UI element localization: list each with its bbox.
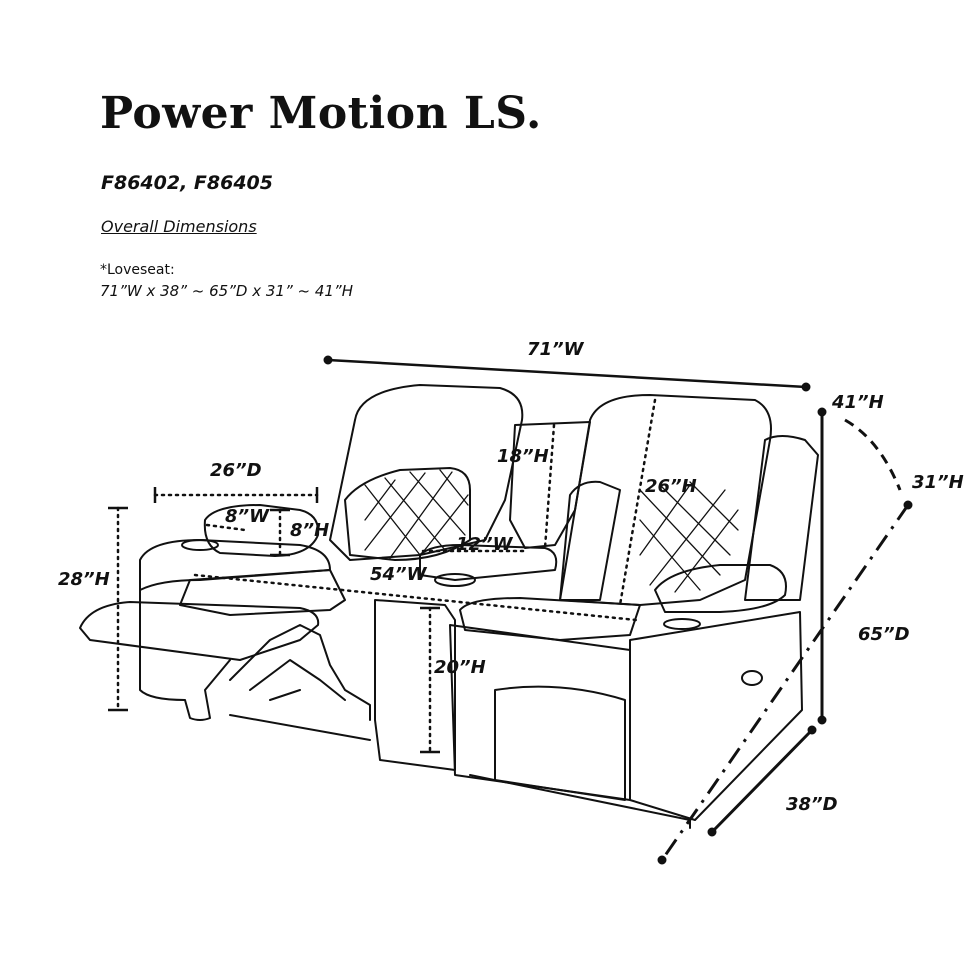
- label-depth-min: 38”D: [786, 794, 838, 815]
- label-seat-height: 20”H: [434, 657, 486, 678]
- left-seat: [179, 569, 346, 616]
- label-depth-max: 65”D: [858, 624, 910, 645]
- dim-line-back-height-console: [543, 423, 556, 550]
- dim-endpoint: [323, 355, 333, 365]
- right-arm-side: [629, 611, 803, 821]
- console-body: [374, 599, 456, 771]
- right-cup-holder: [663, 618, 701, 630]
- dim-line-depth-max: [660, 504, 910, 861]
- right-arm-pillow: [654, 564, 787, 613]
- dim-endpoint: [817, 715, 827, 725]
- dim-endpoint: [903, 500, 913, 510]
- dimension-spec: 71”W x 38” ~ 65”D x 31” ~ 41”H: [100, 282, 353, 300]
- left-back-cushion: [344, 467, 471, 561]
- item-label: *Loveseat:: [100, 262, 175, 278]
- right-diamond-stitching: [639, 481, 739, 593]
- dim-arc-recline: [844, 418, 902, 491]
- dim-endpoint: [817, 407, 827, 417]
- right-seat: [459, 597, 641, 641]
- console-top: [419, 544, 558, 581]
- right-back-side: [559, 480, 621, 601]
- page-title: Power Motion LS.: [100, 88, 542, 139]
- model-numbers: F86402, F86405: [101, 172, 273, 194]
- label-seat-width: 54”W: [370, 564, 428, 585]
- dim-endpoint: [807, 725, 817, 735]
- right-seat-front: [449, 624, 631, 801]
- right-arm-back: [744, 435, 819, 601]
- power-button-icon: [741, 670, 763, 686]
- right-footrest-panel: [494, 685, 626, 801]
- dim-line-back-height-seat: [618, 398, 657, 607]
- label-arm-depth: 26”D: [210, 460, 262, 481]
- left-diamond-stitching: [364, 469, 469, 559]
- label-height-max: 41”H: [831, 392, 884, 413]
- dim-endpoint: [707, 827, 717, 837]
- label-arm-height: 8”H: [290, 520, 329, 541]
- label-back-height-seat: 26”H: [645, 476, 697, 497]
- dim-line-overall-width: [327, 358, 807, 389]
- console-cup-holder: [434, 573, 476, 587]
- right-seat-back: [559, 394, 772, 606]
- left-footrest: [79, 601, 320, 661]
- dim-endpoint: [801, 382, 811, 392]
- dim-line-depth-min: [710, 728, 814, 834]
- label-arm-floor-height: 28”H: [58, 569, 110, 590]
- label-overall-width: 71”W: [527, 339, 585, 360]
- left-seat-back: [329, 384, 524, 561]
- label-height-min: 31”H: [912, 472, 964, 493]
- overall-dimensions-heading: Overall Dimensions: [101, 217, 257, 236]
- right-base: [469, 774, 691, 829]
- recliner-mechanism: [229, 624, 371, 741]
- console-back: [509, 421, 591, 549]
- dim-line-arm-width: [205, 523, 247, 532]
- label-arm-width: 8”W: [225, 506, 270, 527]
- label-back-height-console: 18”H: [497, 446, 549, 467]
- left-cup-holder: [181, 539, 219, 551]
- left-base: [139, 589, 231, 721]
- label-console-width: 12”W: [456, 534, 514, 555]
- left-arm: [139, 539, 331, 591]
- dim-endpoint: [657, 855, 667, 865]
